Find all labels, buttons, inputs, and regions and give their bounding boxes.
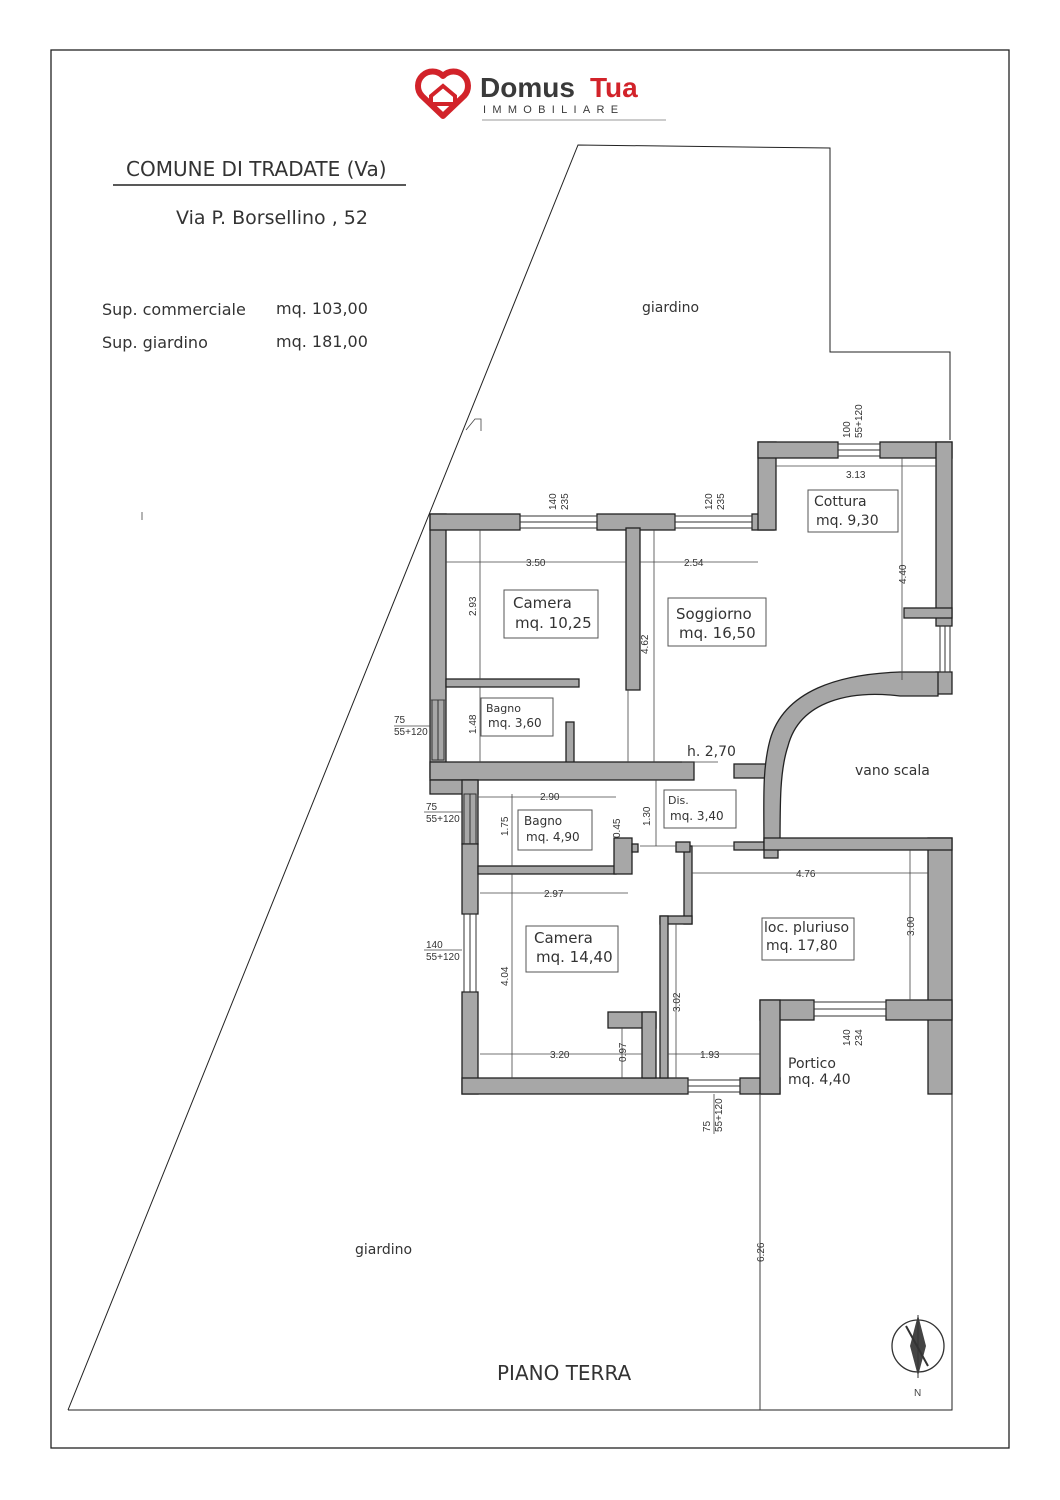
win6-a: 140: [426, 940, 443, 951]
win3-b: 55+120: [854, 404, 865, 438]
dim-320: 3.20: [550, 1050, 570, 1061]
svg-text:Bagno: Bagno: [524, 814, 562, 828]
svg-text:mq. 17,80: mq. 17,80: [766, 938, 838, 954]
room-camera-2: Camera mq. 14,40: [525, 925, 619, 973]
north-label: N: [914, 1388, 921, 1399]
svg-text:mq. 3,40: mq. 3,40: [670, 809, 724, 823]
svg-text:mq. 14,40: mq. 14,40: [536, 948, 613, 966]
win2-a: 120: [704, 493, 715, 510]
room-bagno-1: Bagno mq. 3,60: [480, 697, 554, 737]
svg-text:Portico: Portico: [788, 1056, 836, 1072]
dim-350: 3.50: [526, 558, 546, 569]
dim-148: 1.48: [468, 714, 479, 734]
brand-tagline: IMMOBILIARE: [483, 104, 624, 116]
walls: [429, 441, 953, 1095]
brand-logo: Domus Tua IMMOBILIARE: [415, 68, 666, 121]
win4-a: 75: [394, 715, 406, 726]
dimension-lines: [394, 458, 936, 1410]
win8-b: 55+120: [714, 1098, 725, 1132]
dim-297: 2.97: [544, 889, 564, 900]
dim-476: 4.76: [796, 869, 816, 880]
svg-text:Camera: Camera: [534, 929, 593, 947]
win1-b: 235: [560, 493, 571, 510]
north-arrow-icon: [891, 1315, 945, 1378]
room-camera-1: Camera mq. 10,25: [503, 589, 599, 639]
svg-text:Cottura: Cottura: [814, 494, 867, 510]
windows: [431, 443, 951, 1093]
svg-text:loc. pluriuso: loc. pluriuso: [764, 920, 849, 936]
svg-text:Bagno: Bagno: [486, 702, 521, 715]
stair-label: vano scala: [855, 763, 930, 779]
garden-label-bottom: giardino: [355, 1242, 412, 1258]
svg-text:mq. 4,90: mq. 4,90: [526, 830, 580, 844]
dim-462: 4.62: [640, 634, 651, 654]
heart-house-icon: [415, 68, 471, 119]
dim-045: 0.45: [612, 818, 623, 838]
win6-b: 55+120: [426, 952, 460, 963]
dim-626: 6.26: [756, 1242, 767, 1262]
brand-name-part1: Domus: [480, 72, 575, 103]
svg-text:mq. 16,50: mq. 16,50: [679, 624, 756, 642]
dim-290: 2.90: [540, 792, 560, 803]
area-commercial-value: mq. 103,00: [276, 299, 368, 318]
dim-313: 3.13: [846, 470, 866, 481]
win5-a: 75: [426, 802, 438, 813]
address: Via P. Borsellino , 52: [176, 207, 368, 229]
win7-b: 234: [854, 1029, 865, 1046]
dim-193: 1.93: [700, 1050, 720, 1061]
svg-text:mq. 4,40: mq. 4,40: [788, 1072, 851, 1088]
dimension-labels: 3.13 3.50 2.54 4.40 2.93 4.62 1.48 2.90 …: [468, 470, 917, 1262]
dim-254: 2.54: [684, 558, 704, 569]
window-annotations: 140 235 120 235 100 55+120 75 55+120 75 …: [394, 404, 865, 1132]
svg-text:Dis.: Dis.: [668, 794, 689, 807]
room-loc-pluriuso: loc. pluriuso mq. 17,80: [761, 917, 855, 961]
win2-b: 235: [716, 493, 727, 510]
dim-130: 1.30: [642, 806, 653, 826]
garden-label-top: giardino: [642, 300, 699, 316]
dim-440: 4.40: [898, 564, 909, 584]
svg-text:Camera: Camera: [513, 594, 572, 612]
page-border: [50, 49, 1010, 1449]
dim-404: 4.04: [500, 966, 511, 986]
win7-a: 140: [842, 1029, 853, 1046]
win5-b: 55+120: [426, 814, 460, 825]
dim-302: 3.02: [672, 992, 683, 1012]
win3-a: 100: [842, 421, 853, 438]
area-commercial-label: Sup. commerciale: [102, 300, 246, 319]
floor-label: PIANO TERRA: [497, 1361, 632, 1385]
room-dis: Dis. mq. 3,40: [663, 789, 737, 829]
room-cottura: Cottura mq. 9,30: [807, 489, 899, 533]
municipality-title: COMUNE DI TRADATE (Va): [126, 157, 387, 181]
brand-name-part2: Tua: [590, 72, 638, 103]
svg-text:mq. 10,25: mq. 10,25: [515, 614, 592, 632]
height-label: h. 2,70: [687, 744, 736, 760]
room-soggiorno: Soggiorno mq. 16,50: [667, 597, 767, 647]
svg-text:mq. 9,30: mq. 9,30: [816, 513, 879, 529]
area-garden-value: mq. 181,00: [276, 332, 368, 351]
dim-293: 2.93: [468, 596, 479, 616]
svg-text:Soggiorno: Soggiorno: [676, 605, 752, 623]
room-bagno-2: Bagno mq. 4,90: [517, 809, 593, 851]
win4-b: 55+120: [394, 727, 428, 738]
room-portico: Portico mq. 4,40: [788, 1056, 851, 1088]
area-garden-label: Sup. giardino: [102, 333, 208, 352]
win8-a: 75: [702, 1120, 713, 1132]
svg-text:mq. 3,60: mq. 3,60: [488, 716, 542, 730]
dim-097: 0.97: [618, 1042, 629, 1062]
dim-300: 3.00: [906, 916, 917, 936]
dim-175: 1.75: [500, 816, 511, 836]
win1-a: 140: [548, 493, 559, 510]
